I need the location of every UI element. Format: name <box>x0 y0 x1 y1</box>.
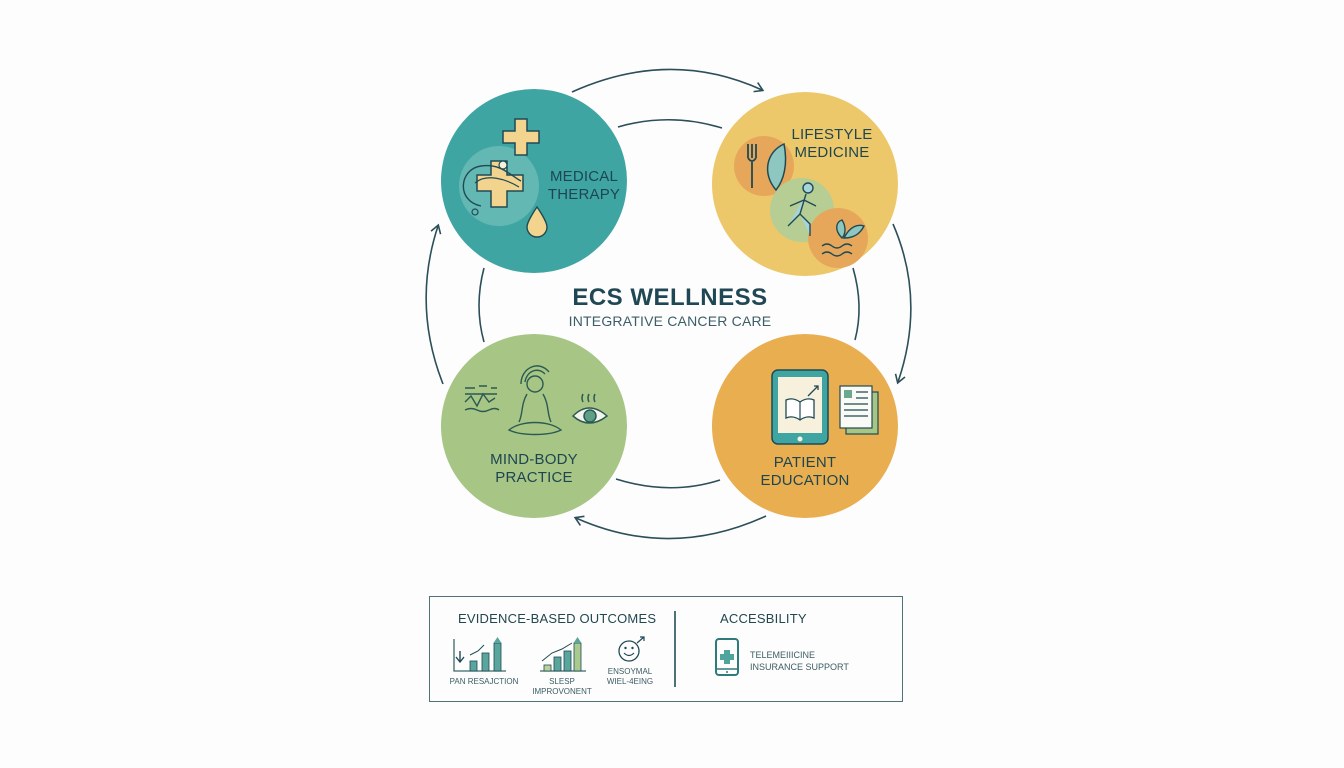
documents-icon <box>839 385 879 435</box>
arrow-education-to-mindbody <box>573 515 767 540</box>
inner-arc-right <box>852 267 860 341</box>
fork-leaf-icon <box>747 142 787 192</box>
outcome-label-pain: PAN RESAJCTION <box>449 677 519 686</box>
node-label-mind-body-practice: MIND-BODY PRACTICE <box>490 451 578 486</box>
inner-arc-bottom <box>615 478 721 489</box>
bar-chart-down-arrow-icon <box>453 637 506 672</box>
meditation-icon <box>507 365 563 436</box>
outcomes-heading: EVIDENCE-BASED OUTCOMES <box>458 611 657 626</box>
node-patient-education: PATIENT EDUCATION <box>712 334 898 518</box>
node-label-medical-therapy: MEDICAL THERAPY <box>547 168 621 203</box>
node-mind-body-practice: MIND-BODY PRACTICE <box>441 334 627 518</box>
panel-divider <box>674 611 676 687</box>
node-lifestyle-medicine: LIFESTYLE MEDICINE <box>712 92 898 276</box>
running-person-icon <box>787 182 817 236</box>
outcome-label-wellbeing: ENSOYMAL WIEL-4EING <box>606 667 654 686</box>
node-medical-therapy: MEDICAL THERAPY <box>441 89 627 273</box>
access-item-insurance: INSURANCE SUPPORT <box>750 662 849 672</box>
arrow-mindbody-to-medical <box>425 223 444 385</box>
arrow-medical-to-lifestyle <box>571 68 765 93</box>
phone-medical-icon <box>715 638 739 676</box>
water-sprout-icon <box>821 219 865 257</box>
smiley-icon <box>618 636 645 662</box>
inner-arc-top <box>617 118 723 129</box>
page-title: ECS WELLNESS <box>572 284 768 311</box>
accessibility-heading: ACCESBILITY <box>720 611 807 626</box>
medical-cross-icon <box>459 118 548 238</box>
node-label-lifestyle-medicine: LIFESTYLE MEDICINE <box>791 126 873 161</box>
eye-icon <box>571 393 609 424</box>
node-label-patient-education: PATIENT EDUCATION <box>760 454 850 489</box>
outcome-label-sleep: SLESP IMPROVONENT <box>532 677 592 696</box>
info-panel: EVIDENCE-BASED OUTCOMES PAN RESAJCTION S… <box>429 596 903 702</box>
arrow-lifestyle-to-education <box>892 223 912 385</box>
lifestyle-icons <box>734 136 868 268</box>
access-item-telemedicine: TELEMEIIICINE <box>750 650 816 660</box>
mind-body-icons <box>464 365 609 436</box>
education-icons <box>771 369 879 445</box>
inner-arc-left <box>478 267 485 343</box>
tablet-book-icon <box>771 369 829 445</box>
page-subtitle: INTEGRATIVE CANCER CARE <box>568 313 772 329</box>
bar-chart-up-icon <box>540 637 586 672</box>
brainwave-icon <box>464 385 500 413</box>
